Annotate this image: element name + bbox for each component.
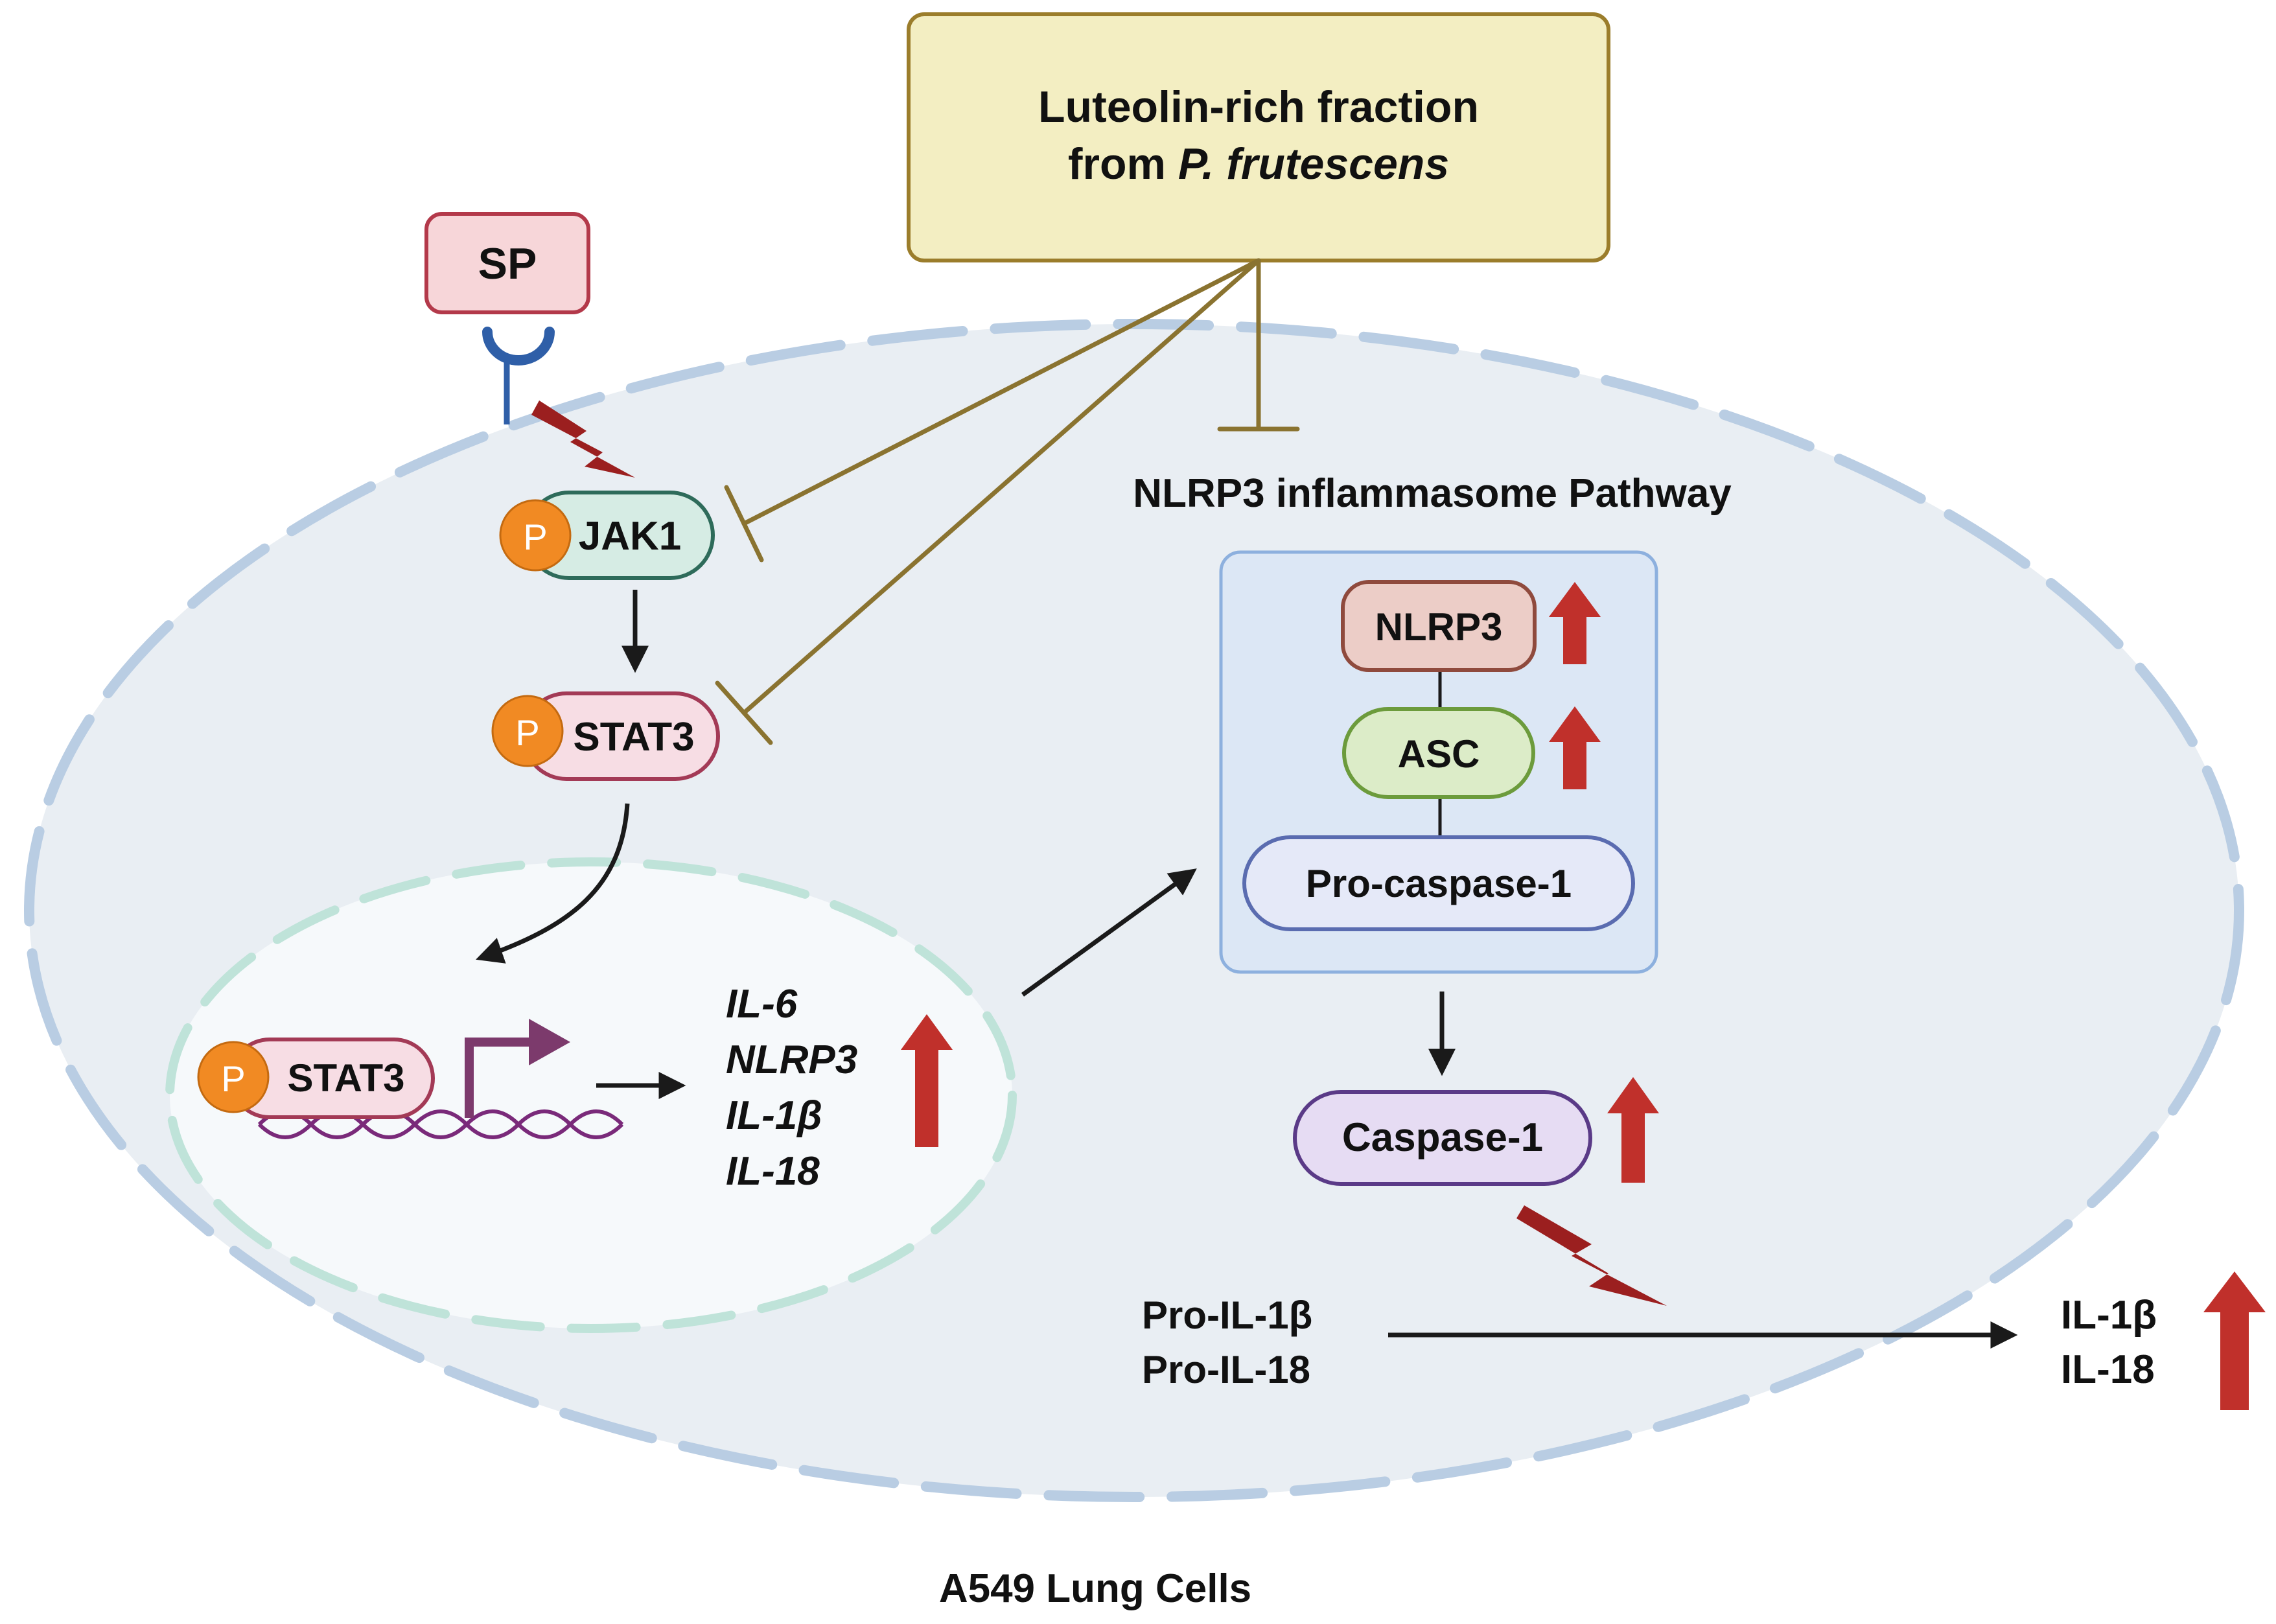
stat3-phospho-circle: [491, 695, 564, 767]
caspase-up-arrow-icon: [1607, 1077, 1659, 1183]
receptor-icon: [482, 327, 555, 424]
nuclear-stat3-phospho-circle: [197, 1041, 270, 1113]
arrow-to-inflammasome: [1021, 868, 1197, 997]
nucleus-body: [170, 862, 1012, 1328]
dna-strand-1: [257, 1109, 624, 1139]
caspase-label: Caspase-1: [1342, 1115, 1543, 1160]
treatment-species-name: P. frutescens: [1178, 139, 1449, 189]
stat3-label: STAT3: [573, 715, 694, 760]
activation-lightning-icon: [531, 400, 635, 478]
treatment-line-1: Luteolin-rich fraction: [1038, 82, 1479, 132]
treatment-line-2: from P. frutescens: [1068, 139, 1449, 189]
asc-pill: [1342, 707, 1535, 799]
inhibition-lines: [715, 258, 1300, 745]
cell-type-label: A549 Lung Cells: [939, 1566, 1251, 1611]
nuclear-stat3-node: STAT3 P: [197, 1038, 435, 1119]
il1b-label: IL-1β: [2061, 1293, 2157, 1338]
receptor-cup: [482, 327, 555, 365]
treatment-box-frame: [907, 12, 1610, 262]
nlrp3-node: NLRP3: [1341, 580, 1537, 672]
asc-up-arrow-icon: [1549, 706, 1601, 789]
inflammasome-pathway-title: NLRP3 inflammasome Pathway: [1133, 471, 1732, 516]
promoter-arrow-icon: [465, 1038, 531, 1118]
pro-caspase-node: Pro-caspase-1: [1242, 835, 1635, 931]
pro-il1b-label: Pro-IL-1β: [1142, 1293, 1312, 1337]
jak1-label: JAK1: [579, 514, 682, 559]
caspase-pill: [1293, 1090, 1592, 1186]
dna-helix-icon: [257, 1109, 624, 1139]
stat3-phospho-label: P: [515, 712, 539, 753]
nuclear-envelope: [165, 857, 1017, 1333]
jak1-phospho-circle: [499, 499, 572, 572]
inhibition-to-jak1: [741, 258, 1261, 526]
nuclear-stat3-label: STAT3: [287, 1056, 404, 1100]
inhibition-bar-jak1: [724, 485, 764, 563]
treatment-box: Luteolin-rich fraction from P. frutescen…: [907, 12, 1610, 262]
gene-il6: IL-6: [726, 982, 798, 1027]
asc-node: ASC: [1342, 707, 1535, 799]
gene-nlrp3: NLRP3: [726, 1038, 857, 1082]
asc-label: ASC: [1398, 732, 1480, 776]
inhibition-bar-stat3: [715, 680, 773, 745]
il18-label: IL-18: [2061, 1347, 2155, 1392]
nuclear-stat3-phospho-label: P: [221, 1058, 245, 1099]
jak1-node: JAK1 P: [499, 491, 715, 580]
jak1-phospho-label: P: [523, 516, 547, 557]
stat3-node: STAT3 P: [491, 691, 720, 781]
nlrp3-up-arrow-icon: [1549, 582, 1601, 664]
sp-box: [424, 212, 590, 314]
genes-up-arrow-icon: [901, 1014, 953, 1147]
nucleus: [165, 857, 1017, 1333]
nlrp3-label: NLRP3: [1375, 605, 1503, 649]
pro-caspase-pill: [1242, 835, 1635, 931]
arrow-stat3-to-nucleus: [476, 803, 630, 964]
inhibition-to-stat3: [741, 258, 1261, 715]
gene-list: IL-6 NLRP3 IL-1β IL-18: [726, 982, 857, 1194]
sp-ligand: SP: [424, 212, 590, 314]
cytokines-up-arrow-icon: [2203, 1271, 2266, 1410]
sp-label: SP: [478, 239, 537, 288]
pro-il18-label: Pro-IL-18: [1142, 1348, 1310, 1391]
gene-il1b: IL-1β: [726, 1093, 822, 1138]
cleavage-lightning-icon: [1516, 1205, 1667, 1306]
dna-strand-2: [257, 1109, 624, 1139]
nlrp3-pill: [1341, 580, 1537, 672]
promoter-arrow-head: [529, 1019, 570, 1065]
caspase-node: Caspase-1: [1293, 1090, 1592, 1186]
pro-caspase-label: Pro-caspase-1: [1306, 862, 1572, 905]
gene-il18: IL-18: [726, 1149, 820, 1194]
treatment-line-2-prefix: from: [1068, 139, 1178, 189]
